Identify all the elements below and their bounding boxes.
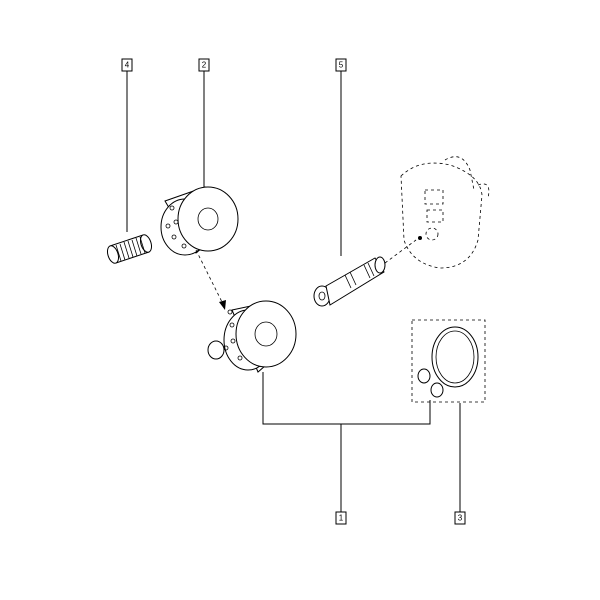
seal-kit-part [411, 319, 486, 403]
assembly-arrow [195, 249, 225, 307]
filter-housing-assembly-part [207, 300, 297, 373]
threaded-sleeve-part [106, 234, 153, 264]
arrow-head [219, 300, 226, 310]
housing-context [400, 156, 490, 269]
leader-bracket-1 [262, 372, 431, 425]
callout-1: 1 [335, 511, 347, 525]
filter-element-upper-part [160, 186, 239, 256]
callout-4: 4 [121, 58, 133, 72]
callout-3-label: 3 [458, 514, 463, 523]
bolt-axis-line [384, 239, 417, 264]
callout-2: 2 [198, 58, 210, 72]
callout-4-label: 4 [125, 61, 130, 70]
callout-5-label: 5 [339, 61, 344, 70]
callout-1-label: 1 [339, 514, 344, 523]
hollow-bolt-part [313, 256, 386, 307]
callout-3: 3 [454, 511, 466, 525]
callout-5: 5 [335, 58, 347, 72]
callout-2-label: 2 [202, 61, 207, 70]
